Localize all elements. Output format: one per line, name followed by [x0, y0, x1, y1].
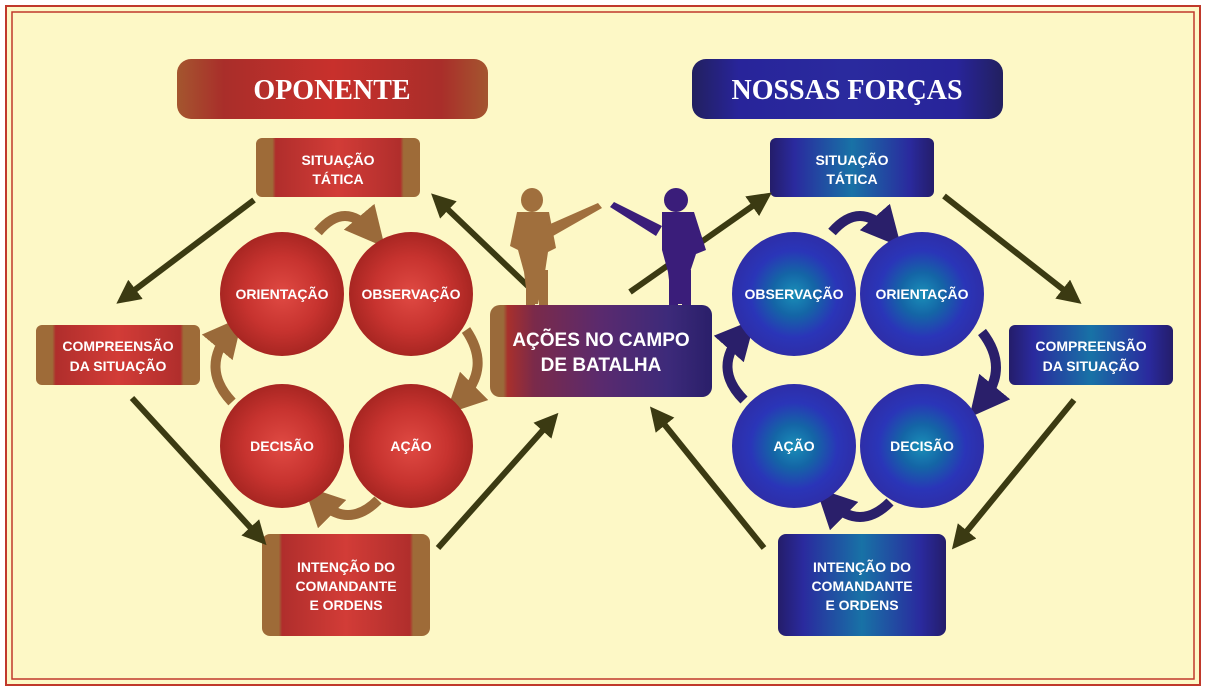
arrow-situacao-to-compreensao-right — [942, 193, 1082, 304]
opponent-group: OPONENTE SITUAÇÃO TÁTICA COMPREENSÃO DA … — [36, 59, 489, 636]
center-label-2: DE BATALHA — [541, 355, 662, 376]
opponent-decisao-label: DECISÃO — [250, 437, 314, 454]
ours-decisao-label: DECISÃO — [890, 437, 954, 454]
opponent-compreensao-label-2: DA SITUAÇÃO — [70, 357, 167, 374]
ours-situacao-label: SITUAÇÃO — [815, 151, 888, 168]
opponent-acao-circle — [349, 384, 473, 508]
ours-situacao-box — [770, 138, 934, 197]
opponent-intencao-label-3: E ORDENS — [309, 597, 382, 613]
center-box — [490, 305, 712, 397]
opponent-orientacao-circle — [220, 232, 344, 356]
ours-orientacao-label: ORIENTAÇÃO — [875, 285, 968, 302]
opponent-decisao-circle — [220, 384, 344, 508]
opponent-observacao-label: OBSERVAÇÃO — [361, 285, 460, 302]
opponent-intencao-box — [262, 534, 430, 636]
opponent-compreensao-box — [36, 325, 200, 385]
arrow-intencao-to-center-right — [649, 406, 767, 550]
opponent-title-box — [177, 59, 488, 119]
opponent-situacao-label: SITUAÇÃO — [301, 151, 374, 168]
ours-intencao-label: INTENÇÃO DO — [813, 558, 911, 575]
opponent-situacao-box — [256, 138, 420, 197]
ours-intencao-label-2: COMANDANTE — [811, 578, 912, 594]
ours-title: NOSSAS FORÇAS — [731, 75, 962, 106]
arrow-situacao-to-compreensao-left — [116, 197, 256, 304]
ours-observacao-circle — [732, 232, 856, 356]
ours-situacao-label-2: TÁTICA — [826, 171, 877, 187]
opponent-orientacao-label: ORIENTAÇÃO — [235, 285, 328, 302]
frame-inner — [11, 11, 1195, 680]
opponent-intencao-label-2: COMANDANTE — [295, 578, 396, 594]
ours-observacao-label: OBSERVAÇÃO — [744, 285, 843, 302]
ours-title-box — [692, 59, 1003, 119]
ours-group: NOSSAS FORÇAS SITUAÇÃO TÁTICA COMPREENSÃ… — [692, 59, 1173, 636]
ours-decisao-circle — [860, 384, 984, 508]
opponent-observacao-circle — [349, 232, 473, 356]
ours-orientacao-circle — [860, 232, 984, 356]
arrow-compreensao-to-intencao-right — [951, 398, 1077, 550]
opponent-acao-label: AÇÃO — [390, 437, 431, 454]
ours-compreensao-label: COMPREENSÃO — [1035, 337, 1146, 354]
opponent-intencao-label: INTENÇÃO DO — [297, 558, 395, 575]
ours-compreensao-box — [1009, 325, 1173, 385]
soldier-purple-icon — [610, 188, 706, 308]
ours-intencao-label-3: E ORDENS — [825, 597, 898, 613]
opponent-situacao-label-2: TÁTICA — [312, 171, 363, 187]
opponent-title: OPONENTE — [253, 75, 410, 106]
ours-cycle-arrows — [713, 203, 1011, 531]
arrow-intencao-to-center-left — [435, 412, 559, 550]
opponent-compreensao-label: COMPREENSÃO — [62, 337, 173, 354]
arrow-center-to-situacao-left — [431, 193, 535, 293]
opponent-cycle-arrows — [201, 203, 489, 529]
ours-acao-label: AÇÃO — [773, 437, 814, 454]
soldier-brown-icon — [510, 188, 602, 308]
ours-compreensao-label-2: DA SITUAÇÃO — [1043, 357, 1140, 374]
ours-acao-circle — [732, 384, 856, 508]
ours-intencao-box — [778, 534, 946, 636]
center-label: AÇÕES NO CAMPO — [512, 329, 689, 351]
arrow-compreensao-to-intencao-left — [129, 395, 267, 546]
center-group: AÇÕES NO CAMPO DE BATALHA — [490, 188, 712, 397]
